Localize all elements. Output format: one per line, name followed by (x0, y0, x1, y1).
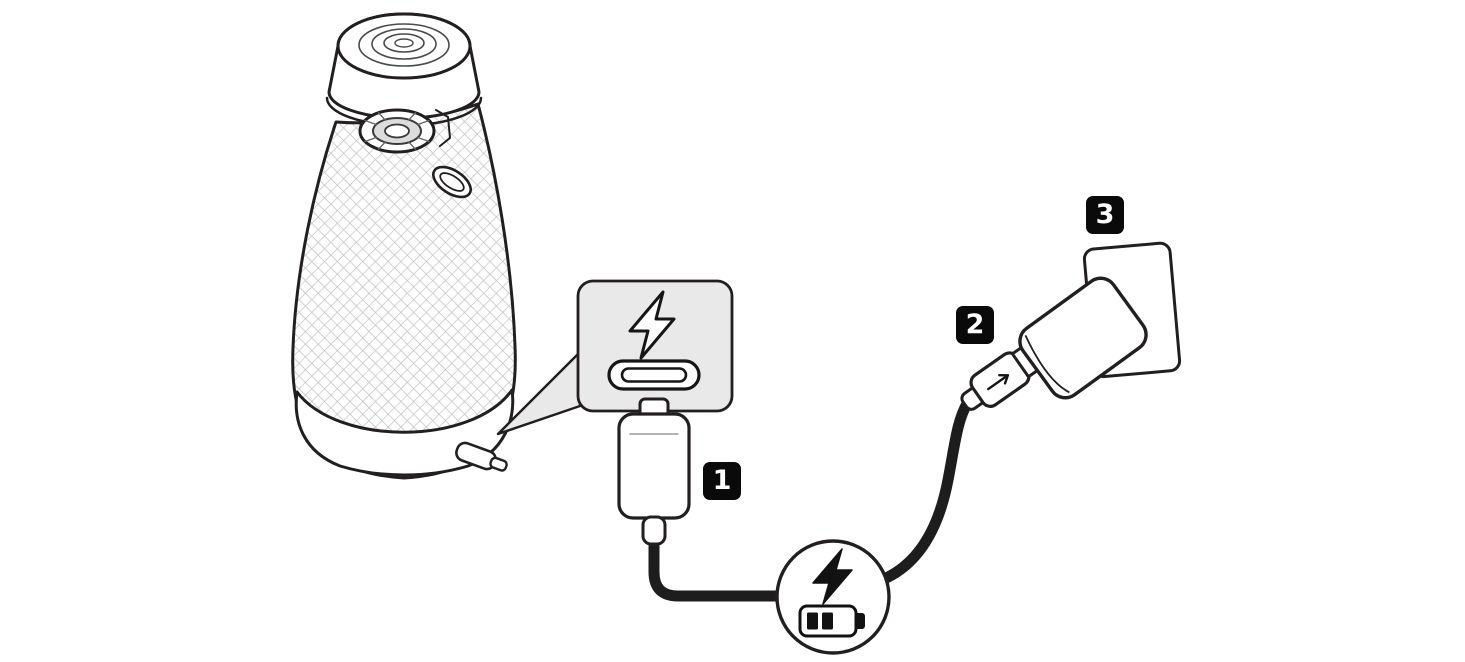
cable-strain-relief (641, 515, 667, 546)
grille-ring (394, 38, 414, 48)
grille-ring (371, 28, 437, 60)
step-badge-3: 3 (1086, 196, 1124, 234)
step-badge-2: 2 (956, 306, 994, 344)
grille-ring (358, 23, 450, 67)
speaker-port-cover (432, 165, 472, 199)
usb-c-plug (617, 397, 691, 546)
lightning-bolt-icon (812, 548, 853, 605)
lightning-bolt-icon (628, 290, 676, 360)
speaker-illustration (291, 12, 517, 480)
lens-center (384, 123, 410, 139)
adapter-edge-line (1024, 334, 1070, 394)
usb-arrow-icon (987, 374, 1010, 391)
step-badge-1: 1 (703, 462, 741, 500)
charging-cable-right (878, 396, 974, 585)
battery-icon (798, 604, 865, 638)
battery-charging-indicator (775, 539, 891, 655)
charging-port-callout (496, 279, 734, 436)
power-adapter (1018, 276, 1148, 400)
charging-port-flap (455, 441, 508, 472)
lens-bracket (435, 109, 451, 147)
usb-c-plug-body (617, 412, 691, 520)
lens-hatching (364, 112, 430, 150)
usb-plug (960, 335, 1055, 411)
grille-ring (383, 33, 425, 53)
usb-c-port-icon (607, 359, 701, 391)
charging-cable-left (648, 534, 786, 602)
